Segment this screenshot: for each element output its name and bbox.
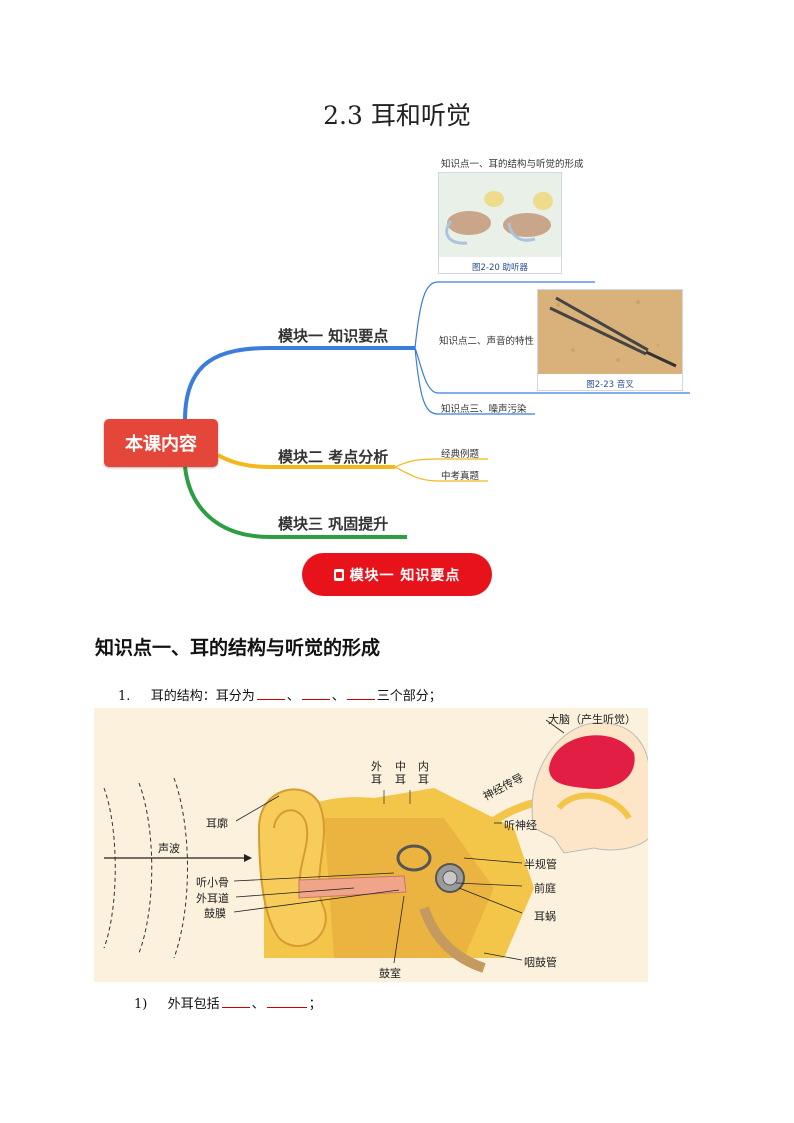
tuning-fork-image: 图2-23 音叉	[537, 289, 683, 391]
sub-question-text-before: 外耳包括	[167, 997, 220, 1012]
question-1: 1. 耳的结构：耳分为 、 、 三个部分；	[118, 685, 442, 704]
mindmap-module-3: 模块三 巩固提升	[278, 515, 389, 533]
question-1-sub-1: 1) 外耳包括 、 ；	[134, 993, 322, 1012]
label-middle-ear: 中耳	[395, 760, 406, 786]
book-icon	[333, 568, 344, 581]
ear-structure-diagram: 大脑（产生听觉） 外耳 中耳 内耳 神经传导 听神经 耳廓 声波 听小骨 外耳道…	[94, 708, 648, 982]
tuning-fork-illustration	[538, 290, 682, 374]
separator: 、	[251, 997, 265, 1012]
separator: 、	[331, 689, 345, 704]
mindmap-module-1: 模块一 知识要点	[278, 327, 389, 345]
label-auditory-nerve: 听神经	[504, 819, 537, 832]
answer-blank[interactable]	[266, 997, 307, 1008]
sub-question-number: 1)	[134, 997, 148, 1012]
answer-blank[interactable]	[256, 689, 285, 700]
answer-blank[interactable]	[301, 689, 330, 700]
ear-illustration	[103, 719, 648, 973]
tuning-fork-caption: 图2-23 音叉	[586, 380, 634, 390]
label-tympanic-cavity: 鼓室	[379, 967, 401, 980]
hearing-aid-image: 图2-20 助听器	[438, 172, 562, 274]
label-cochlea: 耳蜗	[534, 910, 556, 923]
page-title: 2.3 耳和听觉	[323, 101, 471, 130]
mindmap-lines	[183, 281, 690, 539]
answer-blank[interactable]	[346, 689, 375, 700]
question-text-before: 耳的结构：耳分为	[150, 689, 255, 704]
label-brain: 大脑（产生听觉）	[548, 713, 636, 726]
mindmap-root: 本课内容	[104, 419, 218, 467]
label-sound-wave: 声波	[158, 842, 180, 855]
mindmap-node-knowledge-3: 知识点三、噪声污染	[441, 404, 527, 415]
mindmap-module-2: 模块二 考点分析	[278, 448, 389, 466]
module-banner: 模块一 知识要点	[302, 553, 492, 596]
question-number: 1.	[118, 689, 131, 704]
section-heading: 知识点一、耳的结构与听觉的形成	[95, 637, 381, 659]
module-banner-label: 模块一 知识要点	[349, 567, 461, 584]
label-outer-ear: 外耳	[371, 760, 382, 786]
label-ear-canal: 外耳道	[196, 892, 229, 905]
hearing-aid-caption: 图2-20 助听器	[472, 263, 528, 273]
mindmap-node-knowledge-1: 知识点一、耳的结构与听觉的形成	[441, 159, 584, 170]
mindmap-node-exam-questions: 中考真题	[441, 471, 480, 482]
label-vestibule: 前庭	[534, 882, 556, 895]
label-eardrum: 鼓膜	[204, 907, 226, 920]
mindmap-node-knowledge-2: 知识点二、声音的特性	[439, 336, 535, 347]
mindmap-node-classic-examples: 经典例题	[441, 449, 480, 460]
label-pinna: 耳廓	[206, 817, 228, 830]
label-semicircular-canals: 半规管	[524, 858, 557, 871]
separator: 、	[286, 689, 300, 704]
label-ossicles: 听小骨	[196, 876, 229, 889]
hearing-aid-illustration	[439, 173, 561, 257]
answer-blank[interactable]	[221, 997, 250, 1008]
sub-question-text-after: ；	[308, 997, 322, 1012]
question-text-after: 三个部分；	[376, 689, 442, 704]
label-inner-ear: 内耳	[418, 760, 429, 786]
label-eustachian-tube: 咽鼓管	[524, 956, 557, 969]
